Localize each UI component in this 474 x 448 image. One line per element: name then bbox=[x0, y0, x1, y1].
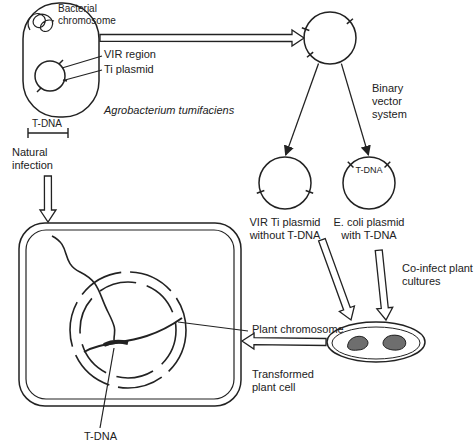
tdna-label: T-DNA bbox=[349, 165, 389, 176]
ti-plasmid-circle: Binary vector system bbox=[303, 11, 357, 65]
ti-plasmid-circle-shape bbox=[303, 11, 357, 65]
arrow bbox=[341, 64, 368, 156]
plant-chromosome bbox=[84, 318, 182, 352]
hollow-arrow-body bbox=[319, 239, 355, 320]
plasmid-outline bbox=[343, 157, 395, 209]
part-label: VIR region bbox=[104, 48, 156, 61]
hollow-arrow-body bbox=[242, 333, 326, 349]
plasmid-label: VIR Ti plasmid without T-DNA bbox=[243, 216, 327, 242]
dish-inner-rim bbox=[332, 327, 420, 359]
tdna-label: T-DNA bbox=[84, 430, 117, 443]
plasmid-outline bbox=[304, 12, 356, 64]
hollow-arrow bbox=[319, 239, 355, 320]
tdna-insert bbox=[104, 342, 128, 345]
region-tick bbox=[307, 52, 313, 57]
tdna-strand bbox=[52, 236, 115, 340]
leader-line bbox=[100, 348, 114, 428]
region-tick bbox=[306, 191, 314, 194]
plasmid-outline bbox=[259, 157, 311, 209]
plant-tissue bbox=[348, 336, 368, 350]
region-tick bbox=[347, 19, 353, 24]
plant-tissue bbox=[383, 335, 406, 350]
hollow-arrow bbox=[242, 333, 326, 349]
vir-plasmid-circle: VIR Ti plasmid without T-DNA bbox=[258, 156, 312, 210]
leader-line bbox=[62, 56, 102, 68]
ecoli-plasmid-circle: T-DNAE. coli plasmid with T-DNA bbox=[342, 156, 396, 210]
process-label: Binary vector system bbox=[372, 82, 417, 122]
leader-line bbox=[65, 70, 102, 80]
plant-cell: Transformed plant cell bbox=[18, 222, 242, 407]
part-label: Plant chromosome bbox=[252, 323, 344, 336]
cell-wall bbox=[19, 223, 241, 406]
plant-cell-shape bbox=[18, 222, 242, 407]
part-label: Ti plasmid bbox=[104, 63, 154, 76]
arrow bbox=[286, 64, 319, 156]
organism-name: Agrobacterium tumifaciens bbox=[104, 104, 234, 117]
region-tick bbox=[257, 191, 265, 194]
plasmid-region-tick bbox=[37, 60, 67, 92]
hollow-arrow bbox=[375, 250, 392, 320]
leader-line bbox=[178, 322, 248, 331]
ecoli-plasmid-circle-shape bbox=[342, 156, 396, 210]
vir-plasmid-circle-shape bbox=[258, 156, 312, 210]
cell-membrane bbox=[26, 230, 234, 399]
hollow-arrow-body bbox=[100, 30, 304, 46]
arrow-line bbox=[341, 64, 368, 156]
hollow-arrow bbox=[100, 30, 304, 46]
region-tick bbox=[385, 162, 391, 168]
part-label: Bacterial chromosome bbox=[58, 3, 122, 27]
edge-label: Natural infection bbox=[12, 146, 62, 172]
hollow-arrow-body bbox=[40, 176, 56, 222]
bacterial-chromosome bbox=[28, 14, 54, 32]
hollow-arrow-body bbox=[375, 250, 392, 320]
cell-label: Transformed plant cell bbox=[252, 368, 332, 394]
region-tick bbox=[348, 162, 354, 168]
hollow-arrow bbox=[40, 176, 56, 222]
tdna-bracket bbox=[28, 128, 68, 138]
ti-plasmid-symbol bbox=[35, 61, 65, 91]
nucleus-outer bbox=[70, 272, 186, 388]
process-label: Co-infect plant cultures bbox=[402, 262, 474, 288]
arrow-line bbox=[286, 64, 319, 156]
region-tick bbox=[302, 28, 310, 31]
tdna-label: T-DNA bbox=[32, 118, 62, 130]
plasmid-label: E. coli plasmid with T-DNA bbox=[328, 216, 410, 242]
